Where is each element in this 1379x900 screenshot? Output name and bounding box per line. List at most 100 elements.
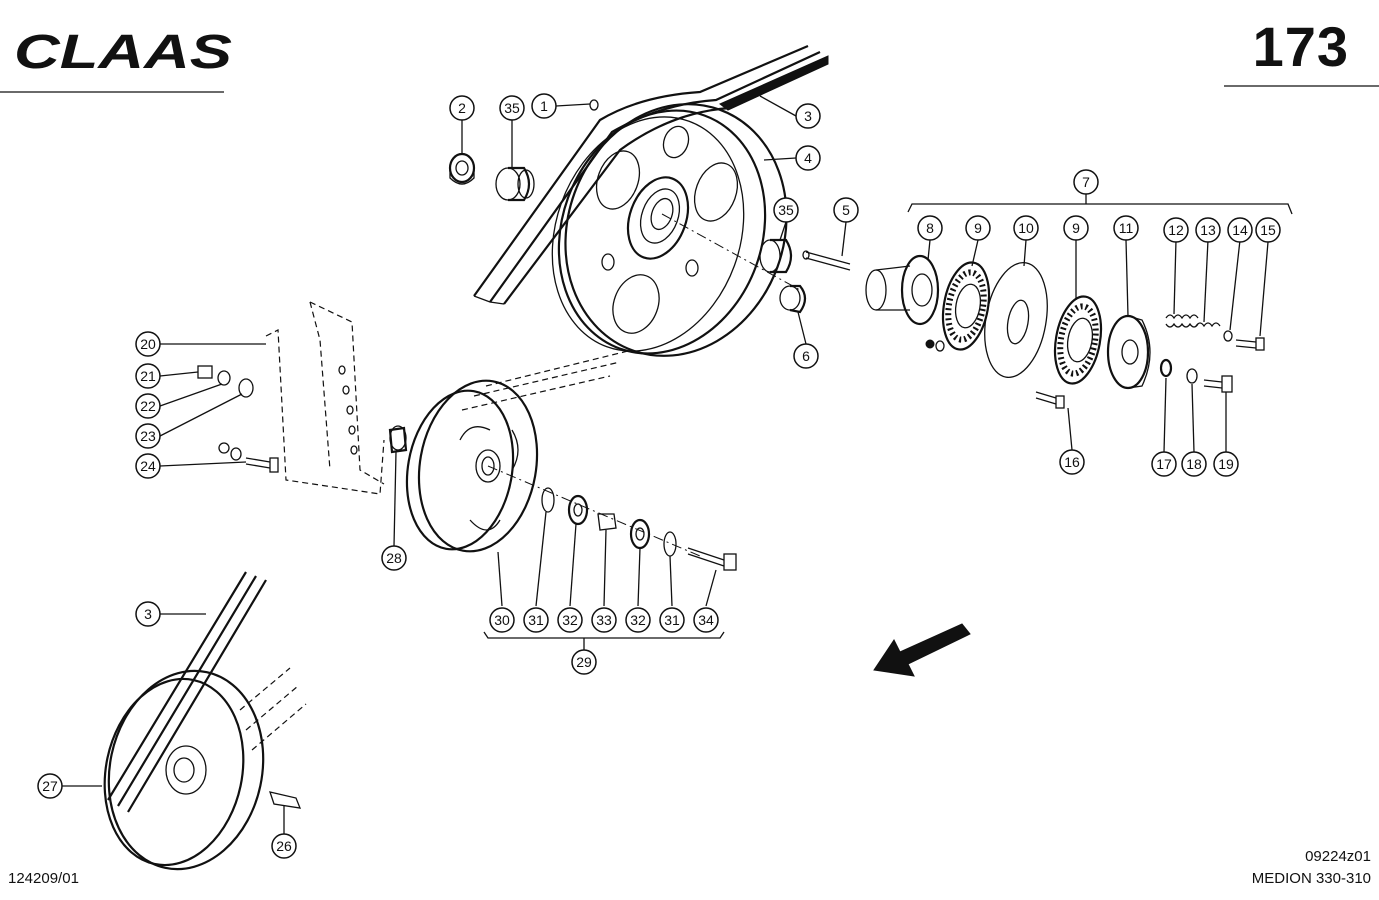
callout-15: 15 [1255,217,1281,243]
svg-text:20: 20 [140,336,156,352]
svg-text:24: 24 [140,458,156,474]
callout-32a: 32 [557,607,583,633]
callout-20: 20 [135,331,161,357]
callout-4: 4 [795,145,821,171]
large-pulley [551,103,788,357]
callout-9b: 9 [1063,215,1089,241]
callout-21: 21 [135,363,161,389]
callout-27: 27 [37,773,63,799]
callout-2: 2 [449,95,475,121]
callout-17: 17 [1151,451,1177,477]
pin-5 [802,250,851,271]
callout-10: 10 [1013,215,1039,241]
svg-text:8: 8 [926,220,934,236]
svg-text:15: 15 [1260,222,1276,238]
callout-26: 26 [271,833,297,859]
svg-text:7: 7 [1082,174,1090,190]
svg-text:18: 18 [1186,456,1202,472]
small-pulley-parts [541,487,737,571]
svg-text:30: 30 [494,612,510,628]
svg-text:3: 3 [804,108,812,124]
callout-31a: 31 [523,607,549,633]
svg-text:22: 22 [140,398,156,414]
callout-19: 19 [1213,451,1239,477]
callout-12: 12 [1163,217,1189,243]
svg-text:9: 9 [974,220,982,236]
callout-6: 6 [793,343,819,369]
v-belt-top [473,44,829,305]
callout-32b: 32 [625,607,651,633]
bushing-35-top [495,166,535,202]
callout-3-top: 3 [795,103,821,129]
callout-13: 13 [1195,217,1221,243]
callout-28: 28 [381,545,407,571]
model-name: MEDION 330-310 [1251,870,1371,887]
svg-text:21: 21 [140,368,156,384]
claas-logo: CLAAS [14,26,232,79]
svg-text:10: 10 [1018,220,1034,236]
callout-5: 5 [833,197,859,223]
bushing-2 [448,152,476,185]
clutch-assembly [865,203,1293,409]
svg-text:9: 9 [1072,220,1080,236]
leader-lines [62,95,1269,834]
svg-text:17: 17 [1156,456,1172,472]
bushing-35-right [759,238,793,274]
callout-8: 8 [917,215,943,241]
svg-text:26: 26 [276,838,292,854]
callout-22: 22 [135,393,161,419]
svg-text:3: 3 [144,606,152,622]
callout-29: 29 [571,649,597,675]
callout-11: 11 [1113,215,1139,241]
small-pulley [388,349,633,553]
brand-logo-text: CLAAS [14,26,232,79]
mounting-bracket [197,301,385,495]
svg-text:2: 2 [458,100,466,116]
svg-text:34: 34 [698,612,714,628]
callout-23: 23 [135,423,161,449]
pin-1 [589,99,599,111]
svg-text:4: 4 [804,150,812,166]
svg-text:31: 31 [528,612,544,628]
svg-text:19: 19 [1218,456,1234,472]
callout-3-bottom: 3 [135,601,161,627]
callout-35-right: 35 [773,197,799,223]
svg-text:32: 32 [562,612,578,628]
callout-7: 7 [1073,169,1099,195]
svg-text:6: 6 [802,348,810,364]
callouts: 2 35 1 3 4 35 5 6 7 8 9 10 9 11 12 13 14… [37,93,1281,859]
svg-text:5: 5 [842,202,850,218]
svg-text:27: 27 [42,778,58,794]
svg-text:23: 23 [140,428,156,444]
svg-text:12: 12 [1168,222,1184,238]
callout-30: 30 [489,607,515,633]
svg-text:35: 35 [504,100,520,116]
callout-18: 18 [1181,451,1207,477]
cap-6 [779,284,807,314]
svg-text:11: 11 [1119,220,1134,236]
svg-text:14: 14 [1232,222,1248,238]
svg-text:13: 13 [1200,222,1216,238]
svg-text:31: 31 [664,612,680,628]
callout-16: 16 [1059,449,1085,475]
svg-text:16: 16 [1064,454,1080,470]
svg-text:29: 29 [576,654,592,670]
callout-24: 24 [135,453,161,479]
lower-belt-pulley [103,571,307,871]
svg-text:32: 32 [630,612,646,628]
direction-arrow [873,623,971,677]
axis-line-large [661,213,801,291]
svg-text:28: 28 [386,550,402,566]
callout-9a: 9 [965,215,991,241]
callout-1: 1 [531,93,557,119]
callout-33: 33 [591,607,617,633]
svg-text:35: 35 [778,202,794,218]
drawing-reference: 124209/01 [8,870,79,887]
axis-line-small [487,465,701,557]
svg-text:33: 33 [596,612,612,628]
callout-14: 14 [1227,217,1253,243]
callout-35-top: 35 [499,95,525,121]
page-number: 173 [1252,15,1349,78]
svg-text:1: 1 [540,98,548,114]
